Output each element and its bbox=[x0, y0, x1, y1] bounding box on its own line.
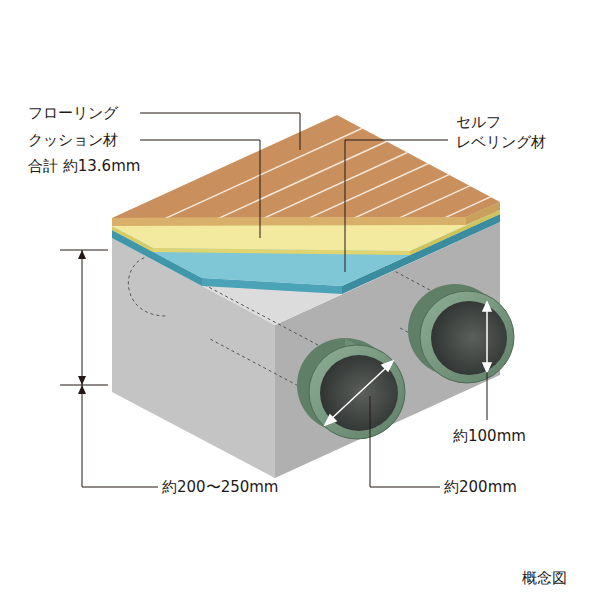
part-label: クッション材 bbox=[28, 130, 118, 150]
figure-note: 概念図 bbox=[522, 568, 567, 588]
dimension-label: 約100mm bbox=[453, 426, 526, 446]
dimension-label: 約200〜250mm bbox=[162, 477, 278, 497]
dimension-heads bbox=[78, 250, 86, 394]
dimension-arrows bbox=[325, 302, 491, 425]
void-pipe bbox=[297, 338, 405, 439]
part-label: フローリング bbox=[28, 103, 118, 123]
void-pipe bbox=[408, 284, 514, 383]
part-label: セルフ レベリング材 bbox=[456, 112, 566, 153]
dimension-label: 約200mm bbox=[444, 477, 517, 497]
dimension-label: 合計 約13.6mm bbox=[28, 156, 140, 176]
flooring-layer bbox=[112, 115, 599, 236]
